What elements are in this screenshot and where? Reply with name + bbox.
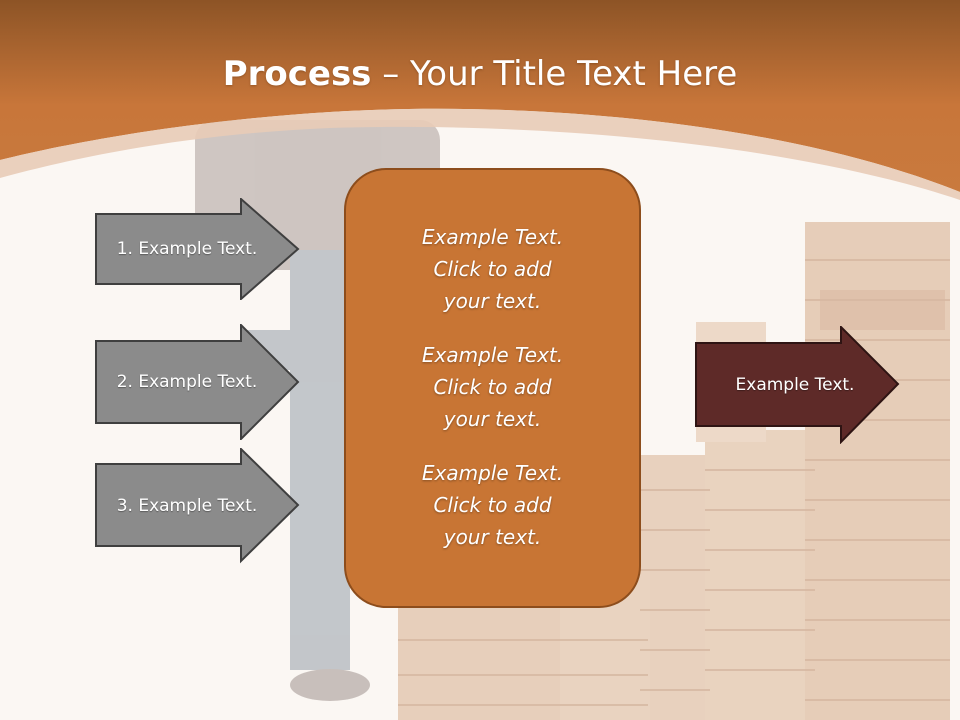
center-text-block-1[interactable]: Example Text. Click to add your text. (421, 225, 564, 313)
arrow-shape (95, 198, 300, 300)
arrow-shape (695, 326, 900, 444)
process-arrow-3[interactable]: 3. Example Text. (95, 448, 301, 564)
title-rest: – Your Title Text Here (371, 54, 738, 94)
arrow-shape (95, 448, 300, 564)
process-arrow-1-label: 1. Example Text. (116, 239, 258, 259)
process-arrow-2-label: 2. Example Text. (116, 372, 258, 392)
result-arrow[interactable]: Example Text. (695, 326, 901, 444)
book-stacks-image (398, 222, 950, 720)
center-text-block-3[interactable]: Example Text. Click to add your text. (421, 461, 564, 549)
process-arrow-1[interactable]: 1. Example Text. (95, 198, 301, 300)
process-arrow-3-label: 3. Example Text. (116, 496, 258, 516)
arrow-shape (95, 324, 300, 440)
center-text-block-2[interactable]: Example Text. Click to add your text. (421, 343, 564, 431)
result-arrow-label: Example Text. (735, 375, 855, 395)
process-arrow-2[interactable]: 2. Example Text. (95, 324, 301, 440)
center-text-box[interactable]: Example Text. Click to add your text. Ex… (344, 168, 641, 608)
slide-title: Process – Your Title Text Here (0, 52, 960, 96)
title-bold: Process (222, 54, 372, 94)
